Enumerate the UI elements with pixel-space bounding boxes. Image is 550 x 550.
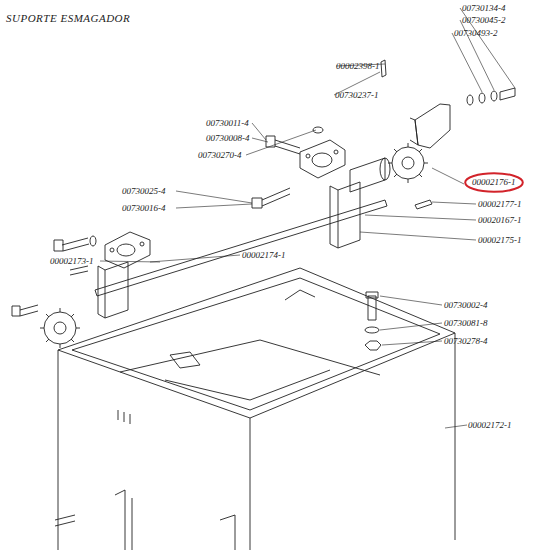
diagram-title: SUPORTE ESMAGADOR	[6, 12, 130, 24]
callout-number: 00020167-1	[478, 216, 522, 225]
callout-number: 00002173-1	[50, 257, 94, 266]
callout-number: 00002177-1	[478, 200, 522, 209]
callout-number: 00730045-2	[462, 16, 506, 25]
callout-number: 00002174-1	[242, 251, 286, 260]
callout-number: 00730011-4	[206, 119, 249, 128]
callout-number: 00730278-4	[444, 337, 488, 346]
callout-number: 00002398-1	[336, 62, 380, 71]
highlight-ellipse: 00002176-1	[464, 172, 524, 193]
callout-number: 00730008-4	[206, 134, 250, 143]
callout-number: 00730025-4	[122, 187, 166, 196]
callout-number: 00730002-4	[444, 301, 488, 310]
callout-number: 00730081-8	[444, 319, 488, 328]
callout-number: 00730493-2	[454, 29, 498, 38]
callout-number: 00002175-1	[478, 236, 522, 245]
callout-number: 00730270-4	[198, 151, 242, 160]
callout-number: 00730016-4	[122, 204, 166, 213]
callout-number: 00002172-1	[468, 421, 512, 430]
callout-number: 00730237-1	[335, 91, 379, 100]
callout-number: 00002176-1	[472, 178, 516, 187]
callout-number: 00730134-4	[462, 4, 506, 13]
